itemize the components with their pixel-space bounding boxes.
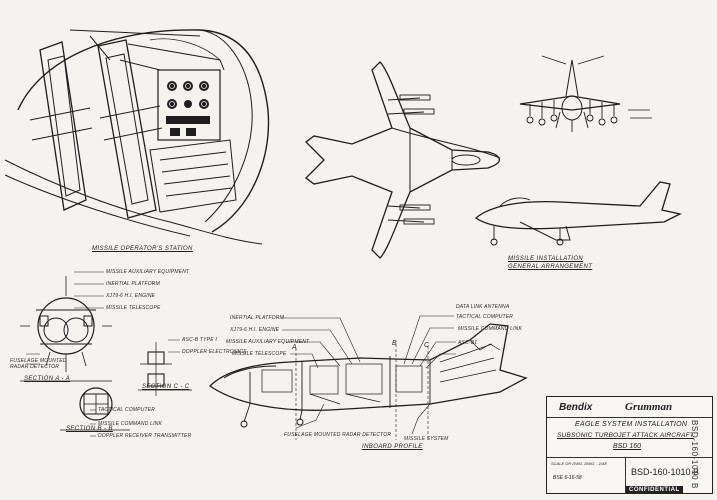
profile-label-missile-aux: MISSILE AUXILIARY EQUIPMENT: [226, 339, 310, 345]
caption-arrangement: GENERAL ARRANGEMENT: [508, 264, 593, 270]
label-asc-b: ASC-B TYPE I: [182, 337, 217, 343]
side-drawing-number: BSD-160-1010 B: [690, 420, 699, 489]
title-block: Bendix Grumman EAGLE SYSTEM INSTALLATION…: [546, 396, 713, 494]
section-cc-drawing: [138, 342, 192, 396]
caption-section-aa: SECTION A - A: [24, 376, 71, 382]
tb-line1: EAGLE SYSTEM INSTALLATION: [575, 421, 688, 428]
caption-inboard-profile: INBOARD PROFILE: [362, 444, 423, 450]
profile-label-tactical: TACTICAL COMPUTER: [456, 314, 514, 320]
tb-company-right: Grumman: [625, 401, 673, 413]
profile-label-fuselage: FUSELAGE MOUNTED RADAR DETECTOR: [284, 432, 392, 438]
classification-stamp: CONFIDENTIAL: [626, 486, 683, 494]
tb-scale: SCALE OR DWG. DWG. - 1/48: [551, 461, 607, 466]
label-engine: XJ79-6 H.I. ENGINE: [106, 293, 156, 299]
side-view-drawing: [474, 181, 682, 246]
profile-label-telescope: MISSILE TELESCOPE: [232, 351, 287, 357]
profile-marker-a: A: [292, 344, 297, 351]
tb-company-left: Bendix: [559, 402, 593, 413]
profile-label-command-link: MISSILE COMMAND LINK: [458, 326, 523, 332]
label-inertial-platform: INERTIAL PLATFORM: [106, 281, 160, 287]
profile-label-missile-system: MISSILE SYSTEM: [404, 436, 449, 442]
profile-label-engine: XJ79-6 H.I. ENGINE: [230, 327, 280, 333]
profile-label-asc-b: ASC-B1: [458, 340, 478, 346]
tb-number: BSD-160-1010 B: [631, 467, 700, 477]
label-doppler-electronics: DOPPLER ELECTRONICS: [182, 349, 247, 355]
profile-label-data-link: DATA LINK ANTENNA: [456, 304, 510, 310]
tb-date: BSE 6-16-58: [553, 475, 582, 481]
inboard-profile-drawing: [208, 315, 528, 440]
plan-view-drawing: [305, 61, 501, 259]
caption-section-cc: SECTION C - C: [142, 384, 190, 390]
label-missile-command-link: MISSILE COMMAND LINK: [98, 421, 163, 427]
operator-station-drawing: [4, 29, 270, 245]
section-bb-drawing: [60, 387, 130, 431]
label-missile-telescope: MISSILE TELESCOPE: [106, 305, 161, 311]
label-doppler-receiver: DOPPLER RECEIVER TRANSMITTER: [98, 433, 192, 439]
section-leaders: [26, 271, 180, 437]
caption-operator-station: MISSILE OPERATOR'S STATION: [92, 246, 193, 252]
label-tactical-computer: TACTICAL COMPUTER: [98, 407, 156, 413]
section-aa-drawing: [20, 276, 112, 382]
profile-label-inertial: INERTIAL PLATFORM: [230, 315, 284, 321]
caption-section-bb: SECTION B - B: [66, 426, 113, 432]
front-view-drawing: [519, 55, 652, 132]
label-fuselage-mounted: FUSELAGE MOUNTED RADAR DETECTOR: [10, 358, 67, 370]
profile-marker-c: C: [424, 342, 430, 349]
tb-line3: BSD 160: [613, 443, 642, 450]
profile-marker-b: B: [392, 340, 397, 347]
label-missile-aux-equipment: MISSILE AUXILIARY EQUIPMENT: [106, 269, 190, 275]
tb-line2: SUBSONIC TURBOJET ATTACK AIRCRAFT: [557, 432, 694, 439]
caption-installation: MISSILE INSTALLATION: [508, 256, 584, 262]
